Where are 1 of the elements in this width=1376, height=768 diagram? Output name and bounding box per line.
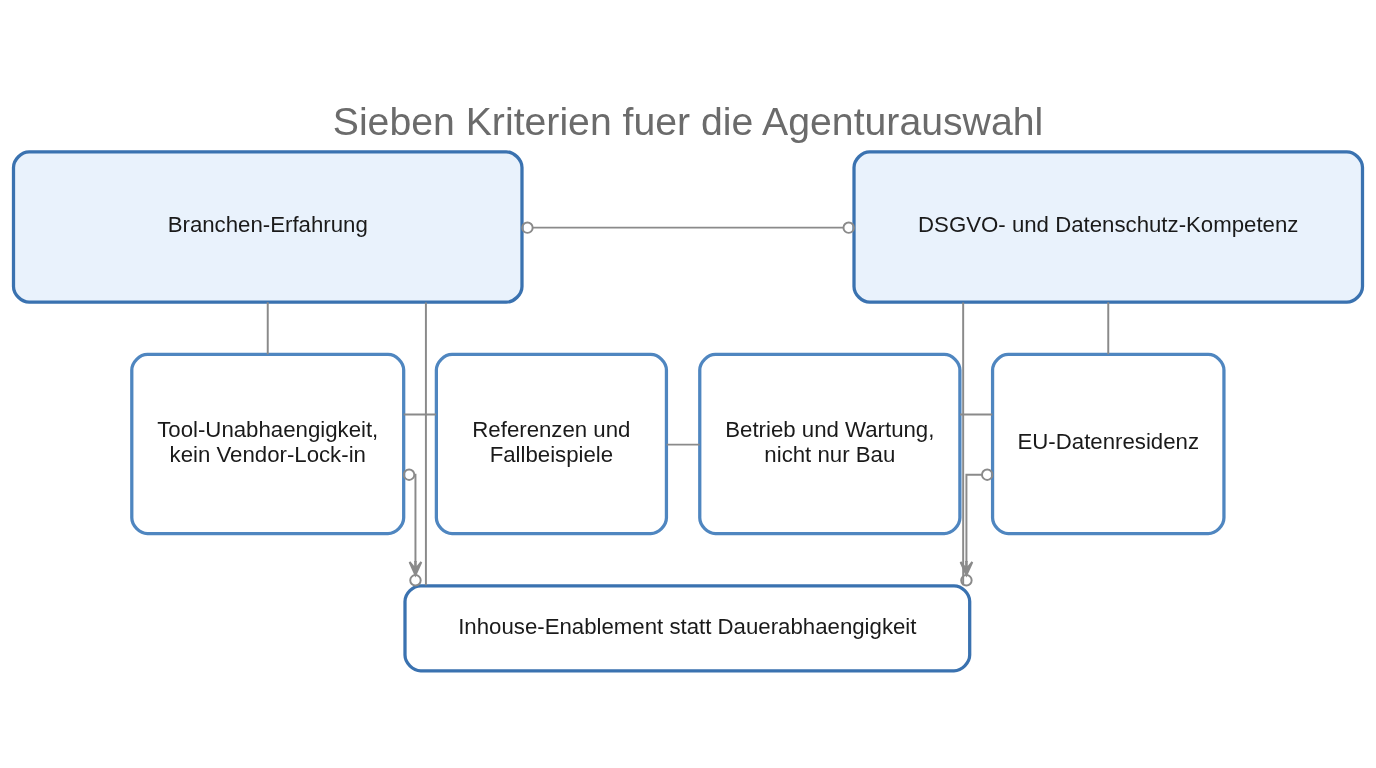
- diagram-title: Sieben Kriterien fuer die Agenturauswahl: [332, 99, 1044, 143]
